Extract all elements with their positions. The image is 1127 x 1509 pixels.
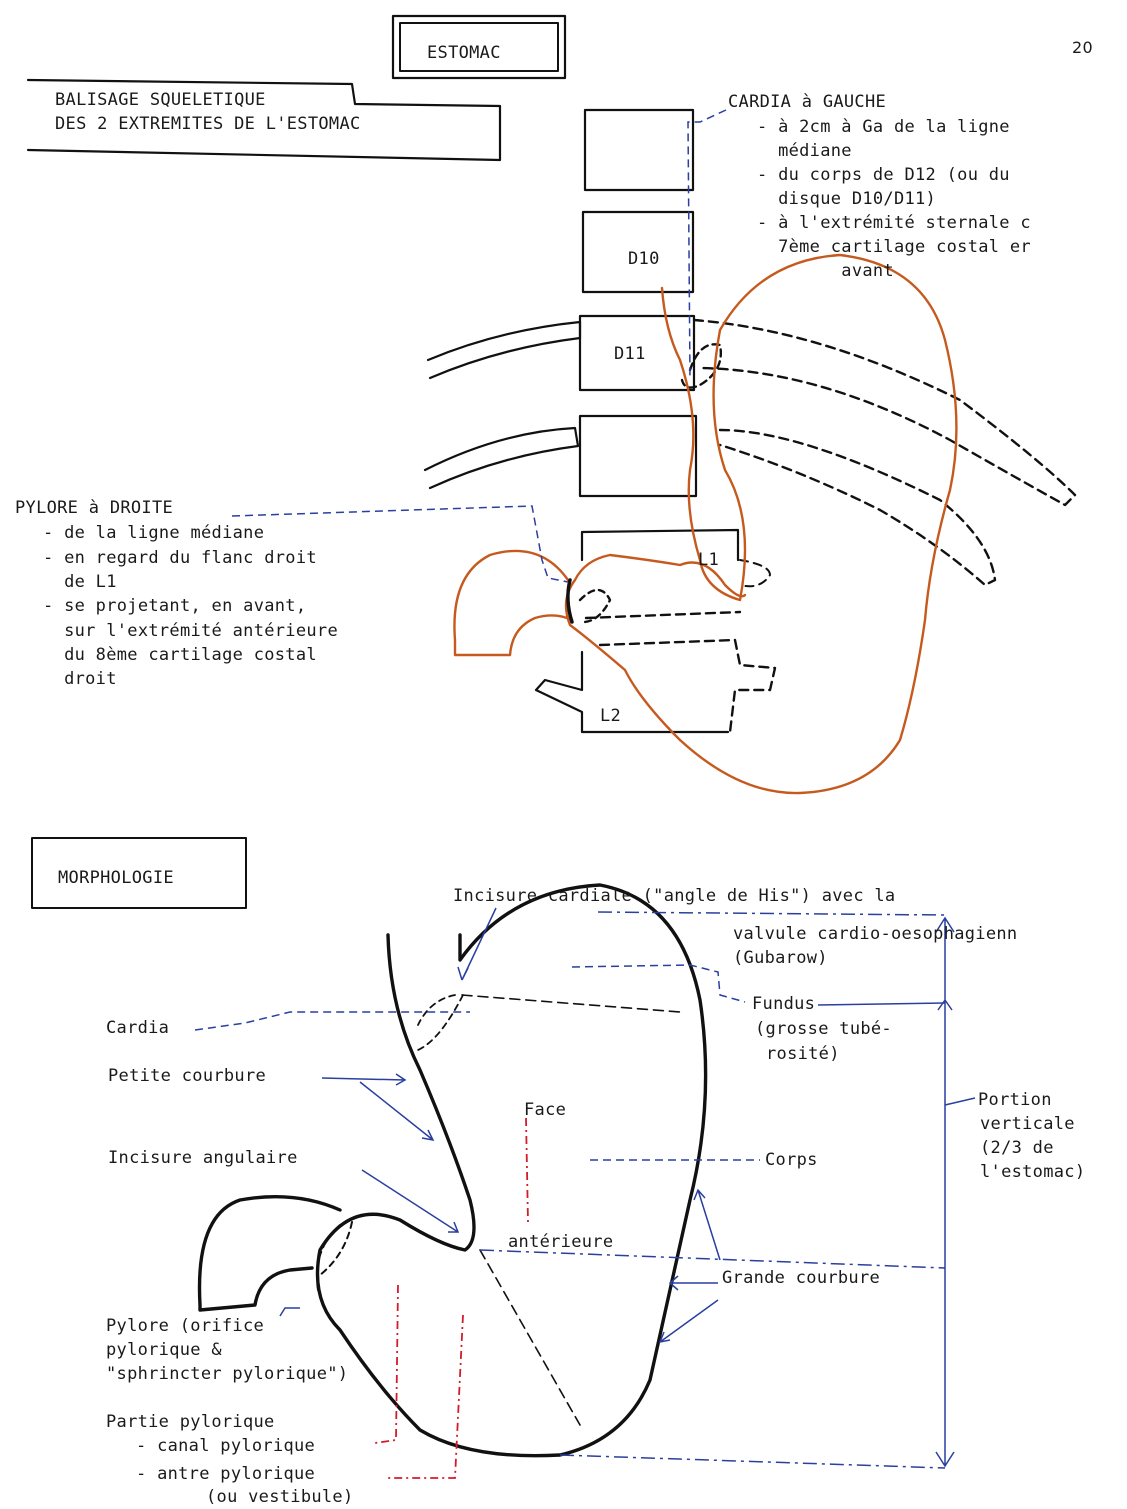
pylore-line: de L1: [43, 570, 117, 594]
morphology-title: MORPHOLOGIE: [58, 866, 174, 890]
cardia-heading: CARDIA à GAUCHE: [728, 90, 886, 114]
stomach-projection-outline: [454, 255, 956, 793]
pylore-line: sur l'extrémité antérieure: [43, 619, 338, 643]
label-anterieure: antérieure: [508, 1230, 613, 1254]
page-title: ESTOMAC: [427, 41, 501, 65]
label-fundus: Fundus: [752, 992, 815, 1016]
label-vestibule: (ou vestibule): [206, 1485, 354, 1509]
pylore-line: droit: [43, 667, 117, 691]
label-pylore-2: pylorique &: [106, 1338, 222, 1362]
label-fundus-2: (grosse tubé-: [755, 1017, 892, 1041]
label-canal-pylorique: - canal pylorique: [136, 1434, 315, 1458]
label-portion-1: Portion: [978, 1088, 1052, 1112]
cardia-line: - du corps de D12 (ou du: [757, 163, 1010, 187]
label-antre-pylorique: - antre pylorique: [136, 1462, 315, 1486]
vertebra-l1-label: L1: [698, 548, 719, 572]
cardia-line: 7ème cartilage costal er: [757, 235, 1031, 259]
label-cardia: Cardia: [106, 1016, 169, 1040]
label-portion-2: verticale: [980, 1112, 1075, 1136]
pylore-line: du 8ème cartilage costal: [43, 643, 317, 667]
cardia-line: - à 2cm à Ga de la ligne: [757, 115, 1010, 139]
label-petite-courbure: Petite courbure: [108, 1064, 266, 1088]
label-portion-3: (2/3 de: [980, 1136, 1054, 1160]
pylore-heading: PYLORE à DROITE: [15, 496, 173, 520]
cardia-line: disque D10/D11): [757, 187, 936, 211]
balisage-title-line2: DES 2 EXTREMITES DE L'ESTOMAC: [55, 112, 361, 136]
label-incisure-cardiale: Incisure cardiale ("angle de His") avec …: [453, 884, 895, 908]
vertebra-d10-label: D10: [628, 247, 660, 271]
label-grande-courbure: Grande courbure: [722, 1266, 880, 1290]
vertebrae-column: [536, 110, 738, 732]
cardia-line: avant: [757, 259, 894, 283]
label-partie-pylorique: Partie pylorique: [106, 1410, 275, 1434]
label-portion-4: l'estomac): [980, 1160, 1085, 1184]
pylore-line: - se projetant, en avant,: [43, 594, 306, 618]
ribs: [425, 320, 1075, 732]
pylore-line: - en regard du flanc droit: [43, 546, 317, 570]
label-pylore-3: "sphrincter pylorique"): [106, 1362, 348, 1386]
label-corps: Corps: [765, 1148, 818, 1172]
face-anterieure-markers: [375, 1118, 528, 1478]
label-fundus-3: rosité): [766, 1042, 840, 1066]
label-face: Face: [524, 1098, 566, 1122]
top-leader-lines: [232, 110, 726, 582]
vertebra-d11-label: D11: [614, 342, 646, 366]
label-incisure-angulaire: Incisure angulaire: [108, 1146, 298, 1170]
page-number: 20: [1072, 36, 1093, 60]
pylore-line: - de la ligne médiane: [43, 521, 264, 545]
label-valvule: valvule cardio-oesophagienn: [733, 922, 1017, 946]
balisage-title-line1: BALISAGE SQUELETIQUE: [55, 88, 266, 112]
cardia-line: médiane: [757, 139, 852, 163]
label-gubarow: (Gubarow): [733, 946, 828, 970]
vertebra-l2-label: L2: [600, 704, 621, 728]
label-pylore-1: Pylore (orifice: [106, 1314, 264, 1338]
cardia-line: - à l'extrémité sternale c: [757, 211, 1031, 235]
